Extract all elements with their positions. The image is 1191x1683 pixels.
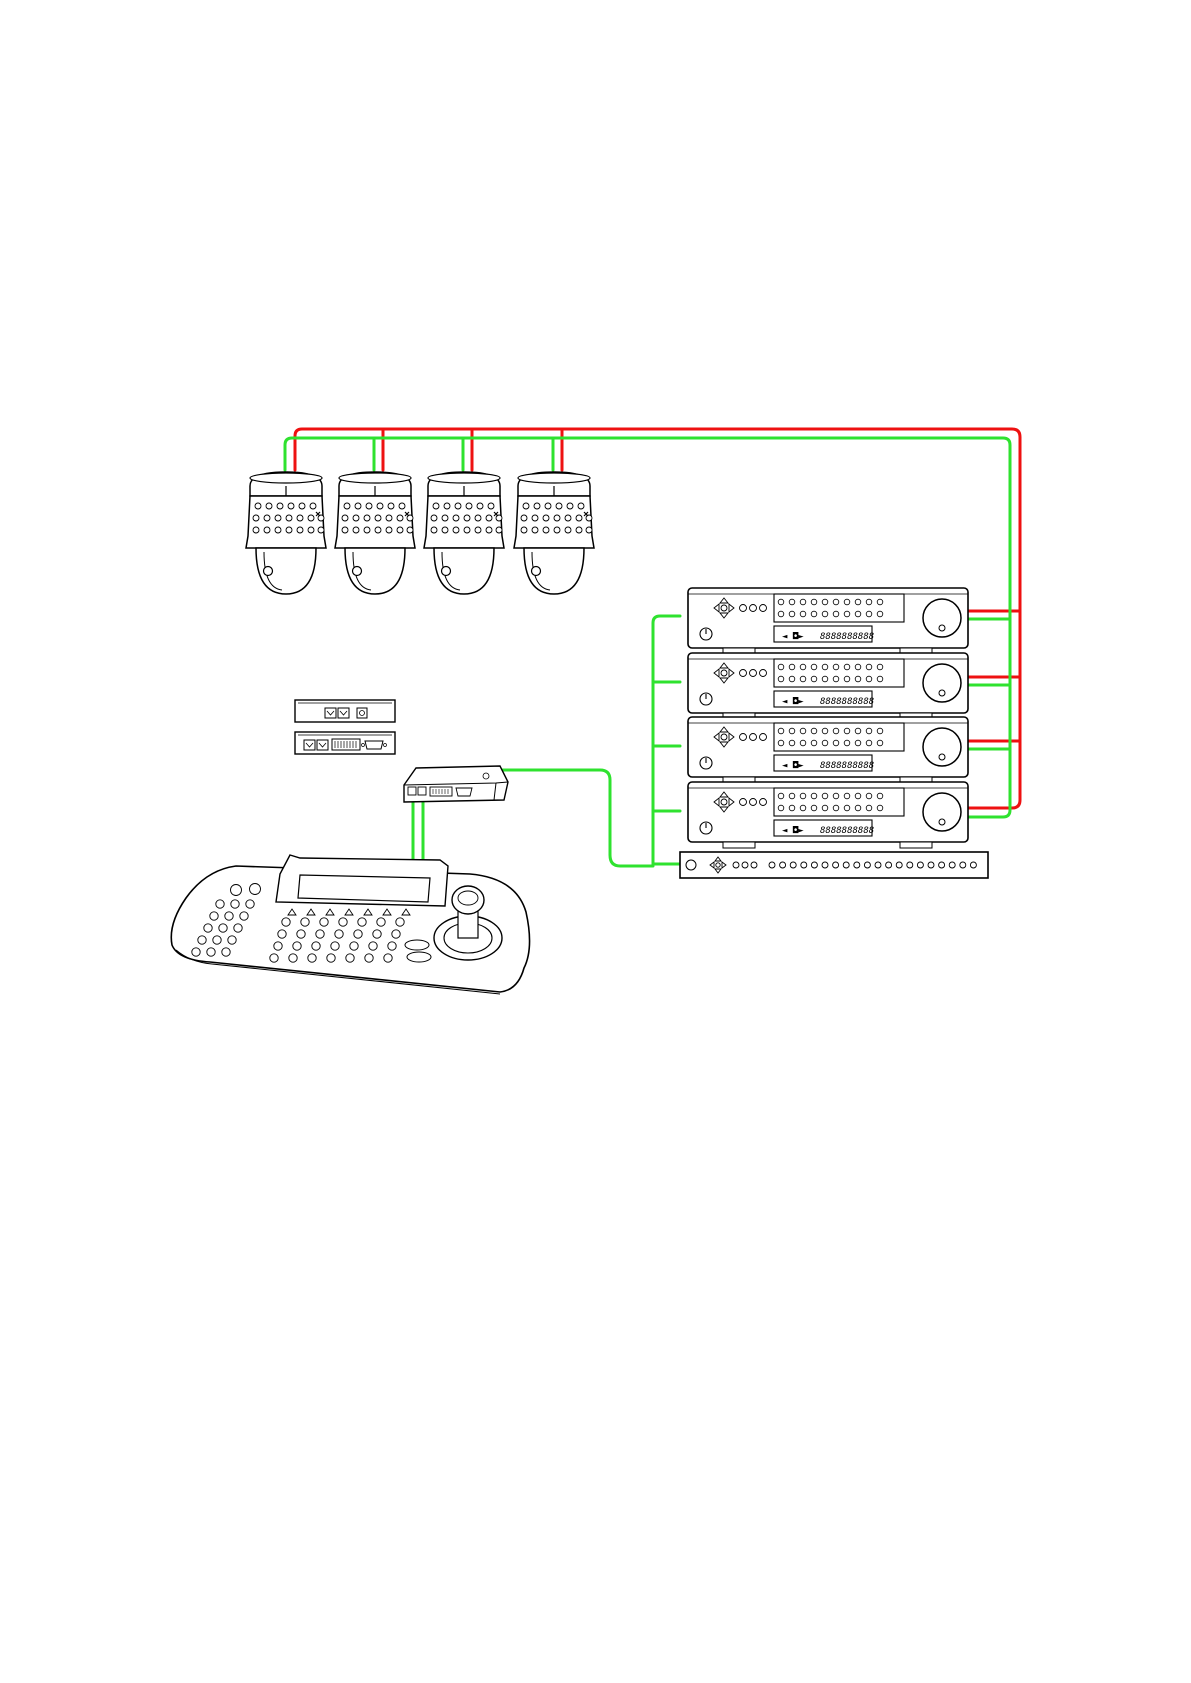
dvr-stack: ◄ ◘► 8888888888 ◄ ◘► 8888888888 ◄ ◘► 888…	[688, 588, 968, 848]
control-panel-strip-icon	[680, 852, 988, 878]
panel-button	[970, 862, 976, 868]
dvr-display-digits: 8888888888	[820, 697, 874, 707]
ptz-dome-camera-icon	[424, 472, 504, 594]
camera-group	[246, 472, 594, 594]
keyboard-key	[369, 942, 377, 950]
panel-button	[801, 862, 807, 868]
keyboard-key	[377, 918, 385, 926]
dvr-transport-label: ◄ ◘►	[782, 826, 804, 836]
keyboard-key	[297, 930, 305, 938]
panel-button	[896, 862, 902, 868]
converter-port-views-icon	[295, 700, 395, 754]
keyboard-key	[240, 912, 248, 920]
ptz-dome-camera-icon	[335, 472, 415, 594]
keyboard-key	[213, 936, 221, 944]
keyboard-key	[219, 924, 227, 932]
keyboard-key	[192, 948, 200, 956]
panel-button	[769, 862, 775, 868]
keyboard-key	[289, 954, 297, 962]
keyboard-key	[207, 948, 215, 956]
panel-button	[907, 862, 913, 868]
keyboard-key	[293, 942, 301, 950]
keyboard-key	[282, 918, 290, 926]
panel-button	[790, 862, 796, 868]
keyboard-key	[222, 948, 230, 956]
dvr-display-digits: 8888888888	[820, 632, 874, 642]
keyboard-key	[301, 918, 309, 926]
keyboard-key	[388, 942, 396, 950]
ptz-keyboard-controller-icon	[171, 855, 529, 994]
keyboard-key	[331, 942, 339, 950]
keyboard-key	[231, 885, 242, 896]
dvr-transport-label: ◄ ◘►	[782, 632, 804, 642]
keyboard-key	[204, 924, 212, 932]
keyboard-key	[339, 918, 347, 926]
keyboard-key	[216, 900, 224, 908]
keyboard-key	[270, 954, 278, 962]
keyboard-key	[373, 930, 381, 938]
panel-button	[917, 862, 923, 868]
keyboard-key	[308, 954, 316, 962]
keyboard-key	[346, 954, 354, 962]
panel-button	[822, 862, 828, 868]
keyboard-key	[396, 918, 404, 926]
keyboard-key	[392, 930, 400, 938]
keyboard-key	[228, 936, 236, 944]
keyboard-key	[350, 942, 358, 950]
keyboard-key	[316, 930, 324, 938]
rs485-converter-box-icon	[404, 766, 508, 802]
keyboard-key	[354, 930, 362, 938]
panel-button	[854, 862, 860, 868]
panel-button	[949, 862, 955, 868]
green-dvr-input-riser	[653, 616, 680, 865]
keyboard-key	[335, 930, 343, 938]
panel-button	[886, 862, 892, 868]
keyboard-key	[210, 912, 218, 920]
keyboard-key	[246, 900, 254, 908]
dvr-transport-label: ◄ ◘►	[782, 697, 804, 707]
panel-button	[875, 862, 881, 868]
panel-button	[811, 862, 817, 868]
keyboard-key	[225, 912, 233, 920]
dvr-display-digits: 8888888888	[820, 826, 874, 836]
dvr-display-digits: 8888888888	[820, 761, 874, 771]
keyboard-key	[320, 918, 328, 926]
dvr-recorder-icon: ◄ ◘► 8888888888	[688, 782, 968, 848]
panel-button	[843, 862, 849, 868]
dvr-recorder-icon: ◄ ◘► 8888888888	[688, 717, 968, 783]
panel-button	[833, 862, 839, 868]
keyboard-key	[198, 936, 206, 944]
keyboard-key	[234, 924, 242, 932]
ptz-dome-camera-icon	[514, 472, 594, 594]
ptz-dome-camera-icon	[246, 472, 326, 594]
keyboard-key	[365, 954, 373, 962]
keyboard-key	[278, 930, 286, 938]
keyboard-key	[312, 942, 320, 950]
keyboard-key	[384, 954, 392, 962]
dvr-recorder-icon: ◄ ◘► 8888888888	[688, 588, 968, 654]
panel-button	[928, 862, 934, 868]
green-converter-to-panel	[490, 770, 653, 866]
keyboard-key	[231, 900, 239, 908]
dvr-recorder-icon: ◄ ◘► 8888888888	[688, 653, 968, 719]
keyboard-key	[358, 918, 366, 926]
panel-button	[939, 862, 945, 868]
panel-button	[864, 862, 870, 868]
keyboard-key	[274, 942, 282, 950]
keyboard-key	[327, 954, 335, 962]
dvr-transport-label: ◄ ◘►	[782, 761, 804, 771]
panel-button	[960, 862, 966, 868]
panel-button	[780, 862, 786, 868]
keyboard-key	[250, 884, 261, 895]
